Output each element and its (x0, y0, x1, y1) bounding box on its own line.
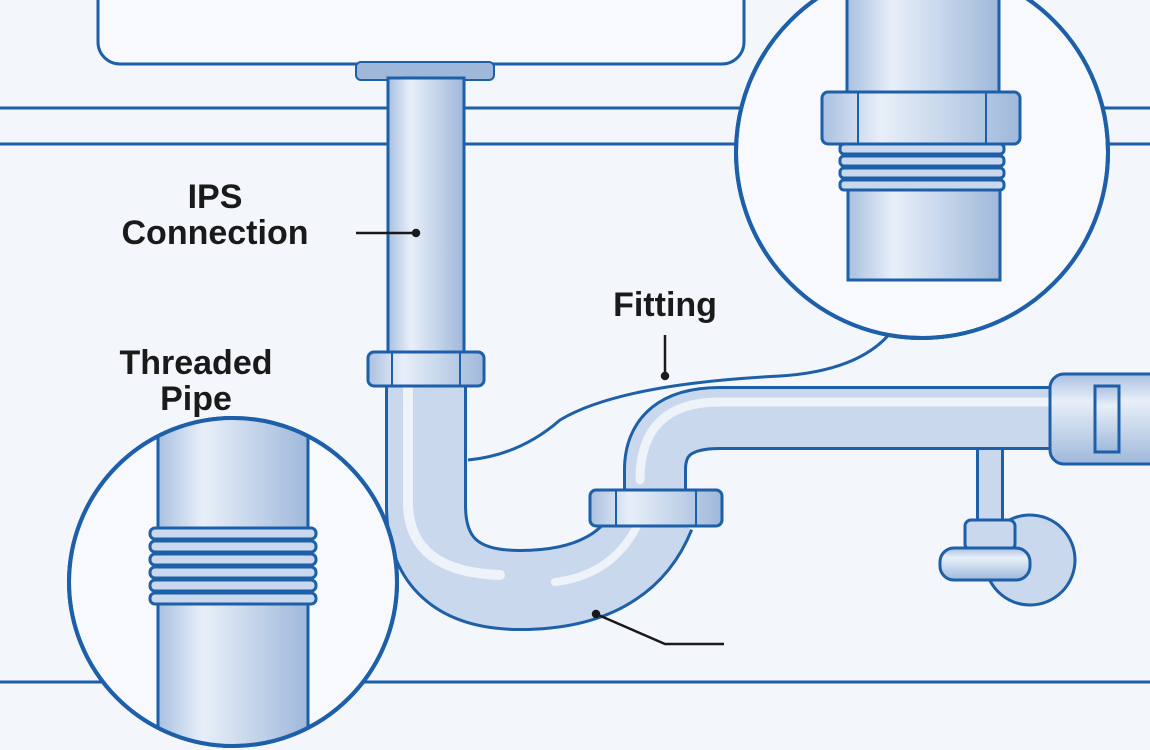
fitting-label: Fitting (613, 286, 717, 324)
tailpiece-pipe (386, 76, 466, 380)
threaded-label-line1: Threaded (119, 344, 272, 382)
trap-arm (623, 386, 1090, 505)
ips-label-line2: Connection (122, 214, 309, 252)
threaded-pipe-detail-callout (67, 416, 399, 748)
threaded-label-line2: Pipe (160, 380, 232, 418)
wall-fitting (1048, 372, 1150, 466)
detail-connector (467, 275, 914, 462)
shutoff-valve (938, 450, 1077, 607)
tailpiece-slip-nut (366, 350, 486, 388)
ips-detail-callout (734, 0, 1110, 340)
sink-basin (96, 0, 746, 66)
trap-slip-nut (588, 488, 724, 528)
p-trap (385, 370, 694, 632)
ips-label-line1: IPS (188, 178, 243, 216)
